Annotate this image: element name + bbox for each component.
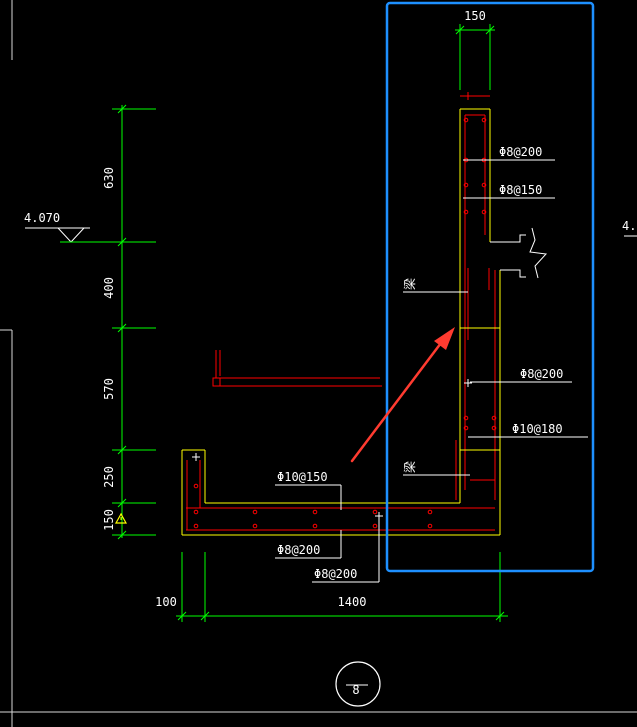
crosshair-marks — [192, 379, 472, 520]
top-dimension — [455, 24, 495, 90]
beam-notes: 梁 梁 — [402, 278, 417, 473]
detail-number-bubble: 8 — [335, 661, 381, 707]
red-ledge — [212, 350, 382, 387]
dim-150-left: 150 — [102, 509, 116, 531]
dim-150-top: 150 — [464, 9, 486, 23]
vertical-dimension-chain — [112, 104, 156, 540]
rebar-dots — [193, 117, 497, 529]
elevation-edge: 4. — [622, 219, 637, 237]
rebar-label-slab-bottom-2: Φ8@200 — [314, 567, 357, 581]
warning-triangle-icon — [114, 512, 128, 524]
beam-break-line — [490, 227, 548, 279]
dim-250: 250 — [102, 466, 116, 488]
rebar-labels: Φ8@200 Φ8@150 Φ8@200 Φ10@180 Φ10@150 Φ8@… — [277, 145, 563, 581]
rebar-label-slab-bottom-1: Φ8@200 — [277, 543, 320, 557]
rebar-lines — [186, 92, 496, 531]
dim-400: 400 — [102, 277, 116, 299]
elevation-marker: 4.070 — [24, 211, 122, 243]
stirrup-marks — [460, 327, 500, 451]
dim-1400-bottom: 1400 — [338, 595, 367, 609]
vertical-dimension-labels: 630 400 570 250 150 — [102, 167, 116, 531]
beam-note-2: 梁 — [402, 461, 417, 473]
rebar-label-wall-2: Φ8@150 — [499, 183, 542, 197]
rebar-label-wall-4: Φ10@180 — [512, 422, 563, 436]
beam-note-1: 梁 — [402, 278, 417, 290]
dim-570: 570 — [102, 378, 116, 400]
rebar-label-slab-top: Φ10@150 — [277, 470, 328, 484]
concrete-outline — [181, 108, 501, 536]
elevation-edge-label: 4. — [622, 219, 636, 233]
leader-lines — [275, 159, 588, 583]
dim-630: 630 — [102, 167, 116, 189]
annotation-arrow-icon — [350, 327, 455, 463]
bottom-dimension — [176, 552, 508, 622]
dim-100-bottom: 100 — [155, 595, 177, 609]
selection-box[interactable] — [385, 1, 595, 573]
rebar-label-wall-1: Φ8@200 — [499, 145, 542, 159]
elevation-label: 4.070 — [24, 211, 60, 225]
detail-number: 8 — [352, 683, 359, 697]
rebar-label-wall-3: Φ8@200 — [520, 367, 563, 381]
